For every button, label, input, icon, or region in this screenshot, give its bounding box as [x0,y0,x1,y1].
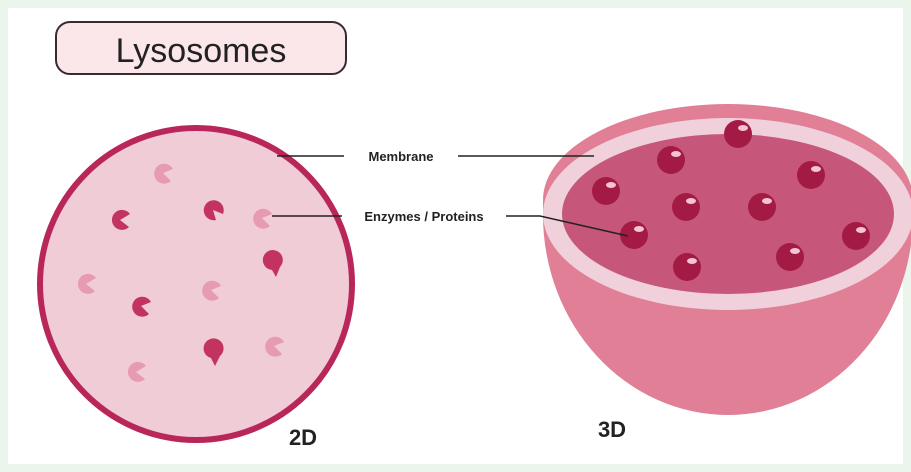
lysosome-3d [543,104,911,415]
title-box: Lysosomes [56,22,346,74]
sphere-3d [748,193,776,221]
view-2d-label: 2D [289,425,317,450]
page-title: Lysosomes [116,32,287,70]
membrane-label: Membrane [368,149,433,164]
sphere-3d [672,193,700,221]
sphere-3d [842,222,870,250]
sphere-3d [673,253,701,281]
enzymes-label: Enzymes / Proteins [364,209,483,224]
view-3d-label: 3D [598,417,626,442]
bowl-interior-3d [562,134,894,294]
sphere-3d [724,120,752,148]
membrane-2d [40,128,352,440]
lysosome-2d [40,128,352,440]
sphere-3d [797,161,825,189]
sphere-3d [776,243,804,271]
sphere-3d [657,146,685,174]
sphere-3d [592,177,620,205]
